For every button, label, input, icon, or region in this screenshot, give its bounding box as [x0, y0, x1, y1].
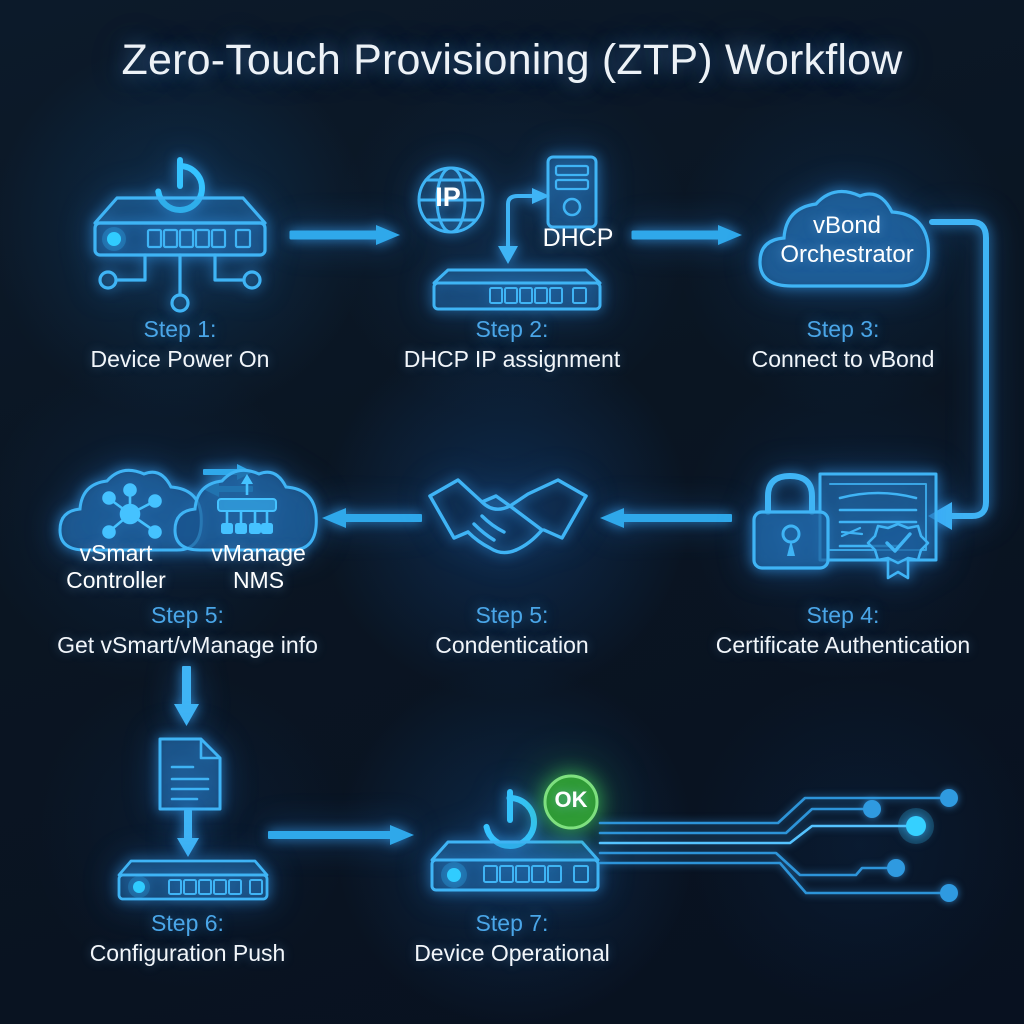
- step-3-caption: Step 3: Connect to vBond: [663, 316, 1023, 372]
- circuit-trace-decoration: [598, 775, 1000, 910]
- arrow-step6-to-step7: [268, 822, 416, 848]
- arrow-step5-handshake-to-controllers: [322, 505, 422, 531]
- step-1-caption: Step 1: Device Power On: [0, 316, 360, 372]
- power-icon: [483, 789, 537, 849]
- ok-status-badge: [543, 774, 599, 830]
- step-3-description: Connect to vBond: [751, 345, 935, 372]
- step-7-icon: [424, 776, 614, 896]
- step-4-number: Step 4:: [806, 602, 880, 628]
- step-5-handshake-description: Condentication: [435, 631, 589, 658]
- step-1-icon: [70, 150, 290, 315]
- step-7-number: Step 7:: [475, 910, 549, 936]
- step-7-description: Device Operational: [414, 939, 610, 966]
- cloud-icon: [758, 189, 931, 288]
- step-2-number: Step 2:: [475, 316, 549, 342]
- step-6-caption: Step 6: Configuration Push: [10, 910, 365, 966]
- step-6-description: Configuration Push: [89, 939, 286, 966]
- vmanage-label-line2: NMS: [232, 567, 285, 593]
- step-5-controllers-number: Step 5:: [151, 602, 224, 628]
- step-4-description: Certificate Authentication: [715, 631, 971, 658]
- step-6-switch-icon: [113, 855, 273, 903]
- switch-icon: [432, 268, 602, 311]
- arrow-step3-to-step4: [896, 214, 1016, 544]
- arrow-step1-to-step2: [289, 222, 402, 248]
- lock-icon: [752, 473, 830, 570]
- step-4-icon: [748, 462, 948, 582]
- step-2-icon: [408, 152, 628, 312]
- dhcp-server-icon: [546, 155, 598, 229]
- arrow-step4-to-step5: [600, 505, 732, 531]
- arrow-document-to-switch: [172, 810, 208, 858]
- step-6-number: Step 6:: [151, 910, 224, 936]
- power-icon: [155, 157, 205, 213]
- vmanage-cloud-icon: [173, 468, 318, 552]
- vsmart-cloud-icon: [58, 468, 203, 552]
- step-1-number: Step 1:: [143, 316, 217, 342]
- step-3-icon: [752, 186, 942, 294]
- step-5-controllers-icon: [55, 462, 325, 557]
- step-7-caption: Step 7: Device Operational: [332, 910, 692, 966]
- page-title: Zero-Touch Provisioning (ZTP) Workflow: [121, 36, 903, 84]
- step-5-handshake-icon: [424, 462, 594, 572]
- step-4-caption: Step 4: Certificate Authentication: [663, 602, 1023, 658]
- step-5-controllers-description: Get vSmart/vManage info: [57, 631, 318, 658]
- step-2-description: DHCP IP assignment: [403, 345, 621, 372]
- seal-badge-icon: [866, 522, 930, 580]
- arrow-step2-to-step3: [631, 222, 744, 248]
- step-1-description: Device Power On: [90, 345, 270, 372]
- step-5-handshake-caption: Step 5: Condentication: [332, 602, 692, 658]
- ip-globe-icon: [417, 166, 485, 234]
- step-5-controllers-caption: Step 5: Get vSmart/vManage info: [10, 602, 365, 658]
- step-5-handshake-number: Step 5:: [475, 602, 549, 628]
- step-2-caption: Step 2: DHCP IP assignment: [332, 316, 692, 372]
- arrow-controllers-to-step6: [168, 666, 210, 728]
- vsmart-label-line2: Controller: [66, 567, 166, 593]
- step-3-number: Step 3:: [806, 316, 880, 342]
- step-6-document-icon: [155, 735, 225, 813]
